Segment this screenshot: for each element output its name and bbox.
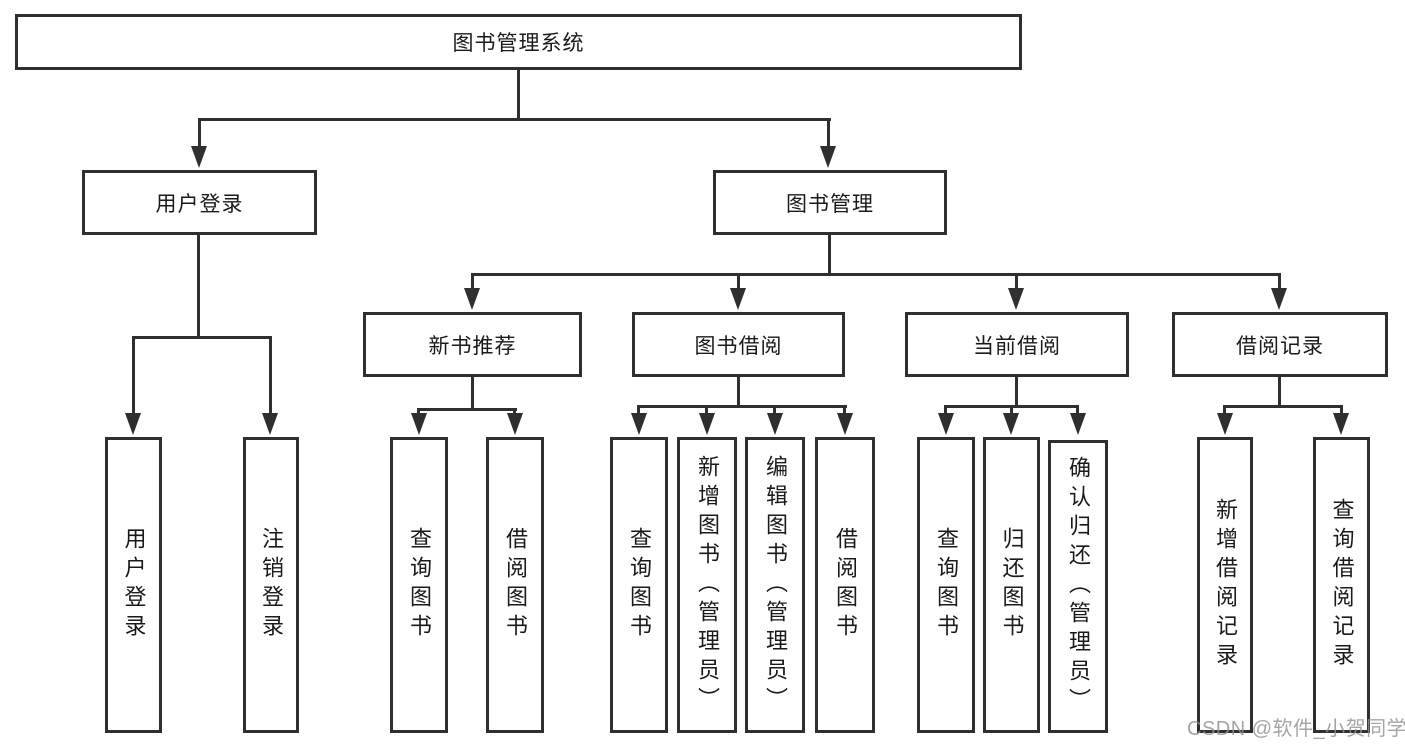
node-current-borrowing: 当前借阅	[905, 312, 1129, 377]
node-book-borrowing: 图书借阅	[632, 312, 845, 377]
arrow-down-icon	[631, 413, 647, 435]
arrow-down-icon	[767, 413, 783, 435]
connector-line	[132, 336, 272, 339]
connector-line	[944, 408, 947, 414]
connector-line	[944, 405, 1079, 408]
node-label: 图书借阅	[694, 334, 783, 358]
connector-line	[827, 121, 830, 149]
leaf-label: 新增借阅记录	[1213, 498, 1238, 672]
connector-line	[773, 408, 776, 414]
arrow-down-icon	[820, 146, 836, 168]
leaf-edit-book-admin: 编辑图书（管理员）	[745, 437, 805, 733]
node-label: 新书推荐	[428, 334, 517, 358]
leaf-label: 查询图书	[627, 527, 652, 643]
connector-line	[471, 276, 474, 290]
connector-line	[737, 276, 740, 290]
connector-line	[637, 408, 640, 414]
connector-line	[1076, 408, 1079, 414]
arrow-down-icon	[938, 413, 954, 435]
connector-line	[269, 339, 272, 413]
arrow-down-icon	[125, 413, 141, 435]
node-label: 借阅记录	[1236, 334, 1324, 358]
connector-line	[198, 121, 201, 149]
connector-line	[737, 377, 740, 405]
leaf-label: 查询借阅记录	[1329, 498, 1355, 672]
connector-line	[1015, 377, 1018, 405]
connector-line	[637, 405, 847, 408]
arrow-down-icon	[411, 413, 427, 435]
arrow-down-icon	[1333, 413, 1349, 435]
connector-line	[828, 235, 831, 273]
connector-line	[517, 70, 520, 118]
connector-line	[197, 235, 200, 336]
leaf-label: 借阅图书	[503, 527, 528, 643]
arrow-down-icon	[730, 288, 746, 310]
connector-line	[471, 377, 474, 408]
leaf-query-books-recommend: 查询图书	[390, 437, 448, 733]
leaf-borrow-books: 借阅图书	[815, 437, 875, 733]
leaf-logout: 注销登录	[243, 437, 299, 733]
leaf-label: 用户登录	[121, 527, 147, 643]
node-library-management-system: 图书管理系统	[15, 14, 1022, 70]
leaf-add-borrow-record: 新增借阅记录	[1197, 437, 1253, 733]
arrow-down-icon	[1008, 288, 1024, 310]
arrow-down-icon	[1003, 413, 1019, 435]
leaf-label: 借阅图书	[833, 527, 858, 643]
arrow-down-icon	[1070, 413, 1086, 435]
arrow-down-icon	[1271, 288, 1287, 310]
leaf-user-login: 用户登录	[105, 437, 162, 733]
arrow-down-icon	[1217, 413, 1233, 435]
leaf-query-borrow-record: 查询借阅记录	[1313, 437, 1370, 733]
leaf-add-book-admin: 新增图书（管理员）	[677, 437, 737, 733]
arrow-down-icon	[507, 413, 523, 435]
arrow-down-icon	[699, 413, 715, 435]
connector-line	[705, 408, 708, 414]
node-borrowing-records: 借阅记录	[1172, 312, 1388, 377]
leaf-return-books: 归还图书	[983, 437, 1040, 733]
connector-line	[1340, 408, 1343, 414]
node-label: 当前借阅	[973, 334, 1061, 358]
leaf-label: 查询图书	[407, 527, 432, 643]
node-label: 图书管理系统	[452, 32, 585, 55]
connector-line	[1015, 276, 1018, 290]
connector-line	[1010, 408, 1013, 414]
leaf-query-books-current: 查询图书	[917, 437, 975, 733]
arrow-down-icon	[191, 146, 207, 168]
node-book-management: 图书管理	[713, 170, 947, 235]
leaf-label: 编辑图书（管理员）	[763, 454, 788, 716]
connector-line	[1278, 276, 1281, 290]
connector-line	[471, 273, 1281, 276]
leaf-label: 归还图书	[999, 527, 1025, 643]
leaf-label: 查询图书	[934, 527, 959, 643]
connector-line	[843, 408, 846, 414]
leaf-label: 确认归还（管理员）	[1066, 456, 1091, 717]
connector-line	[132, 339, 135, 413]
connector-line	[1223, 408, 1226, 414]
leaf-confirm-return-admin: 确认归还（管理员）	[1048, 440, 1108, 733]
connector-line	[198, 118, 831, 121]
node-new-book-recommendation: 新书推荐	[363, 312, 582, 377]
leaf-label: 注销登录	[259, 527, 284, 643]
node-label: 用户登录	[155, 192, 244, 216]
arrow-down-icon	[837, 413, 853, 435]
arrow-down-icon	[464, 288, 480, 310]
arrow-down-icon	[262, 413, 278, 435]
node-label: 图书管理	[786, 192, 874, 216]
leaf-label: 新增图书（管理员）	[695, 454, 720, 716]
leaf-borrow-books-recommend: 借阅图书	[486, 437, 544, 733]
node-user-login: 用户登录	[82, 170, 317, 235]
connector-line	[1223, 405, 1343, 408]
watermark: CSDN @软件_小贺同学	[1187, 718, 1405, 740]
connector-line	[1278, 377, 1281, 405]
connector-line	[417, 408, 517, 411]
leaf-query-books-borrowing: 查询图书	[610, 437, 668, 733]
